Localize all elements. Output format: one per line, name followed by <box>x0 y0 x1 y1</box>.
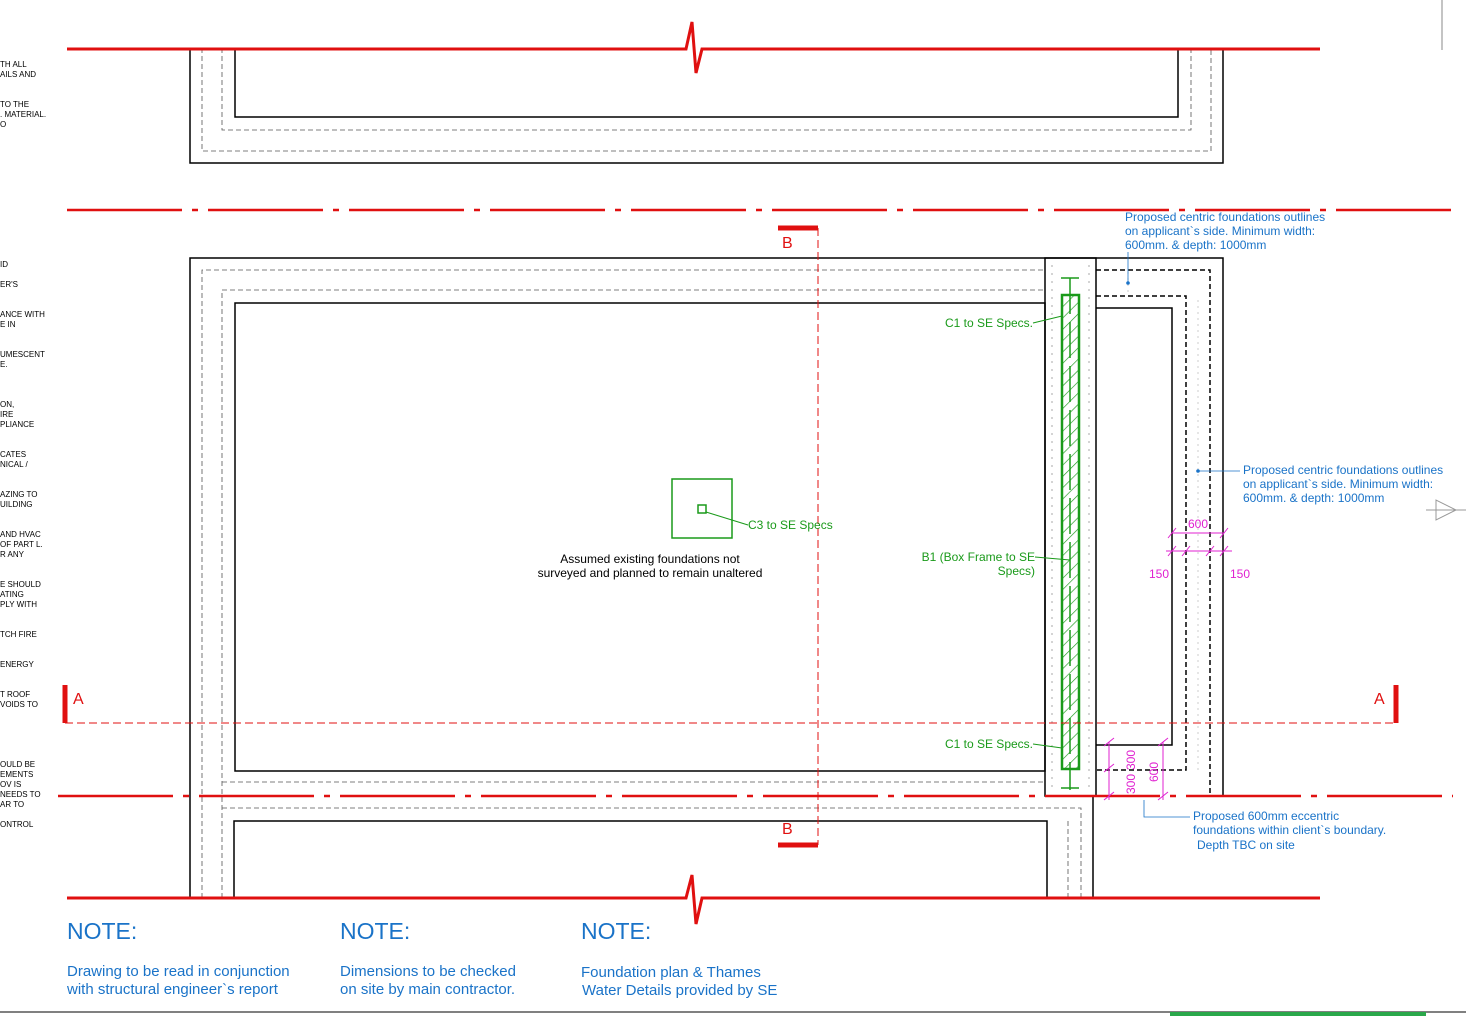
note-3-heading: NOTE: <box>581 918 651 944</box>
section-label-b-bottom: B <box>782 821 793 838</box>
left-note: E SHOULD <box>0 580 41 589</box>
c3-column <box>671 478 749 539</box>
note-2-heading: NOTE: <box>340 918 410 944</box>
section-line-a <box>62 685 1399 724</box>
b1-beam <box>1060 277 1081 790</box>
left-note: PLY WITH <box>0 600 37 609</box>
b1-label-line2: Specs) <box>998 564 1035 578</box>
section-label-a-left: A <box>73 691 84 708</box>
prop-top-line2: on applicant`s side. Minimum width: <box>1125 224 1315 238</box>
left-note: ONTROL <box>0 820 34 829</box>
dim-600-bottom: 600 <box>1147 762 1161 782</box>
section-line-b <box>778 225 819 848</box>
c3-label: C3 to SE Specs <box>748 518 833 532</box>
dim-150-left: 150 <box>1149 567 1169 581</box>
left-note: AND HVAC <box>0 530 41 539</box>
left-note: T ROOF <box>0 690 30 699</box>
left-note: EMENTS <box>0 770 33 779</box>
left-note: VOIDS TO <box>0 700 38 709</box>
prop-right-line2: on applicant`s side. Minimum width: <box>1243 477 1433 491</box>
left-note: ATING <box>0 590 24 599</box>
existing-foundations-note-line1: Assumed existing foundations not <box>560 552 740 566</box>
left-note: AILS AND <box>0 70 36 79</box>
note-2-line1: Dimensions to be checked <box>340 963 516 980</box>
prop-right-line3: 600mm. & depth: 1000mm <box>1243 491 1384 505</box>
note-3-line2: Water Details provided by SE <box>582 982 777 999</box>
prop-right-line1: Proposed centric foundations outlines <box>1243 463 1443 477</box>
b1-leader <box>1034 556 1071 561</box>
note-2: NOTE: Dimensions to be checked on site b… <box>340 918 516 998</box>
ecc-line1: Proposed 600mm eccentric <box>1193 809 1339 823</box>
prop-right-leader-dot <box>1196 469 1200 473</box>
note-3-line1: Foundation plan & Thames <box>581 964 761 981</box>
left-note: ENERGY <box>0 660 34 669</box>
note-2-line2: on site by main contractor. <box>340 981 515 998</box>
left-note: UILDING <box>0 500 32 509</box>
dimension-lines <box>1103 527 1232 801</box>
left-note: E. <box>0 360 8 369</box>
bottom-neighbour-building <box>222 796 1094 898</box>
note-1-line1: Drawing to be read in conjunction <box>67 963 290 980</box>
c1-top-leader <box>1032 315 1063 324</box>
break-line-top <box>67 21 1320 74</box>
dim-300-upper: 300 <box>1124 750 1138 770</box>
left-note: OULD BE <box>0 760 35 769</box>
left-note: NEEDS TO <box>0 790 41 799</box>
ecc-leader <box>1143 800 1190 818</box>
dim-150-right: 150 <box>1230 567 1250 581</box>
ecc-line3: Depth TBC on site <box>1197 838 1295 852</box>
note-1-line2: with structural engineer`s report <box>66 981 279 998</box>
left-note: UMESCENT <box>0 350 45 359</box>
left-note: TH ALL <box>0 60 27 69</box>
note-1: NOTE: Drawing to be read in conjunction … <box>66 918 290 998</box>
left-note: ER'S <box>0 280 18 289</box>
sheet-frame-accent <box>1170 1012 1426 1016</box>
left-note: TO THE <box>0 100 29 109</box>
break-line-bottom <box>67 874 1320 925</box>
note-1-heading: NOTE: <box>67 918 137 944</box>
note-3: NOTE: Foundation plan & Thames Water Det… <box>581 918 777 999</box>
left-note: E IN <box>0 320 16 329</box>
c1-top-label: C1 to SE Specs. <box>945 316 1033 330</box>
prop-top-line3: 600mm. & depth: 1000mm <box>1125 238 1266 252</box>
existing-foundations-note-line2: surveyed and planned to remain unaltered <box>538 566 763 580</box>
left-note: IRE <box>0 410 13 419</box>
left-note: ANCE WITH <box>0 310 45 319</box>
dim-300-lower: 300 <box>1124 774 1138 794</box>
b1-label-line1: B1 (Box Frame to SE <box>922 550 1035 564</box>
ecc-line2: foundations within client`s boundary. <box>1193 823 1386 837</box>
prop-top-leader-dot <box>1126 281 1130 285</box>
left-notes-column: TH ALL AILS AND TO THE . MATERIAL. O ID … <box>0 60 46 829</box>
left-note: R ANY <box>0 550 25 559</box>
left-note: PLIANCE <box>0 420 34 429</box>
left-note: OV IS <box>0 780 21 789</box>
left-note: O <box>0 120 6 129</box>
top-neighbour-building <box>189 48 1224 164</box>
left-note: ID <box>0 260 8 269</box>
left-note: NICAL / <box>0 460 28 469</box>
section-label-b-top: B <box>782 235 793 252</box>
left-note: TCH FIRE <box>0 630 37 639</box>
c1-bottom-label: C1 to SE Specs. <box>945 737 1033 751</box>
left-note: OF PART L. <box>0 540 43 549</box>
prop-top-line1: Proposed centric foundations outlines <box>1125 210 1325 224</box>
left-note: AZING TO <box>0 490 38 499</box>
left-note: ON, <box>0 400 14 409</box>
left-note: CATES <box>0 450 26 459</box>
dim-600-top: 600 <box>1188 517 1208 531</box>
proposed-foundation-outline <box>1096 269 1211 796</box>
section-label-a-right: A <box>1374 691 1385 708</box>
left-note: AR TO <box>0 800 24 809</box>
left-note: . MATERIAL. <box>0 110 46 119</box>
c1-bottom-leader <box>1032 743 1063 749</box>
